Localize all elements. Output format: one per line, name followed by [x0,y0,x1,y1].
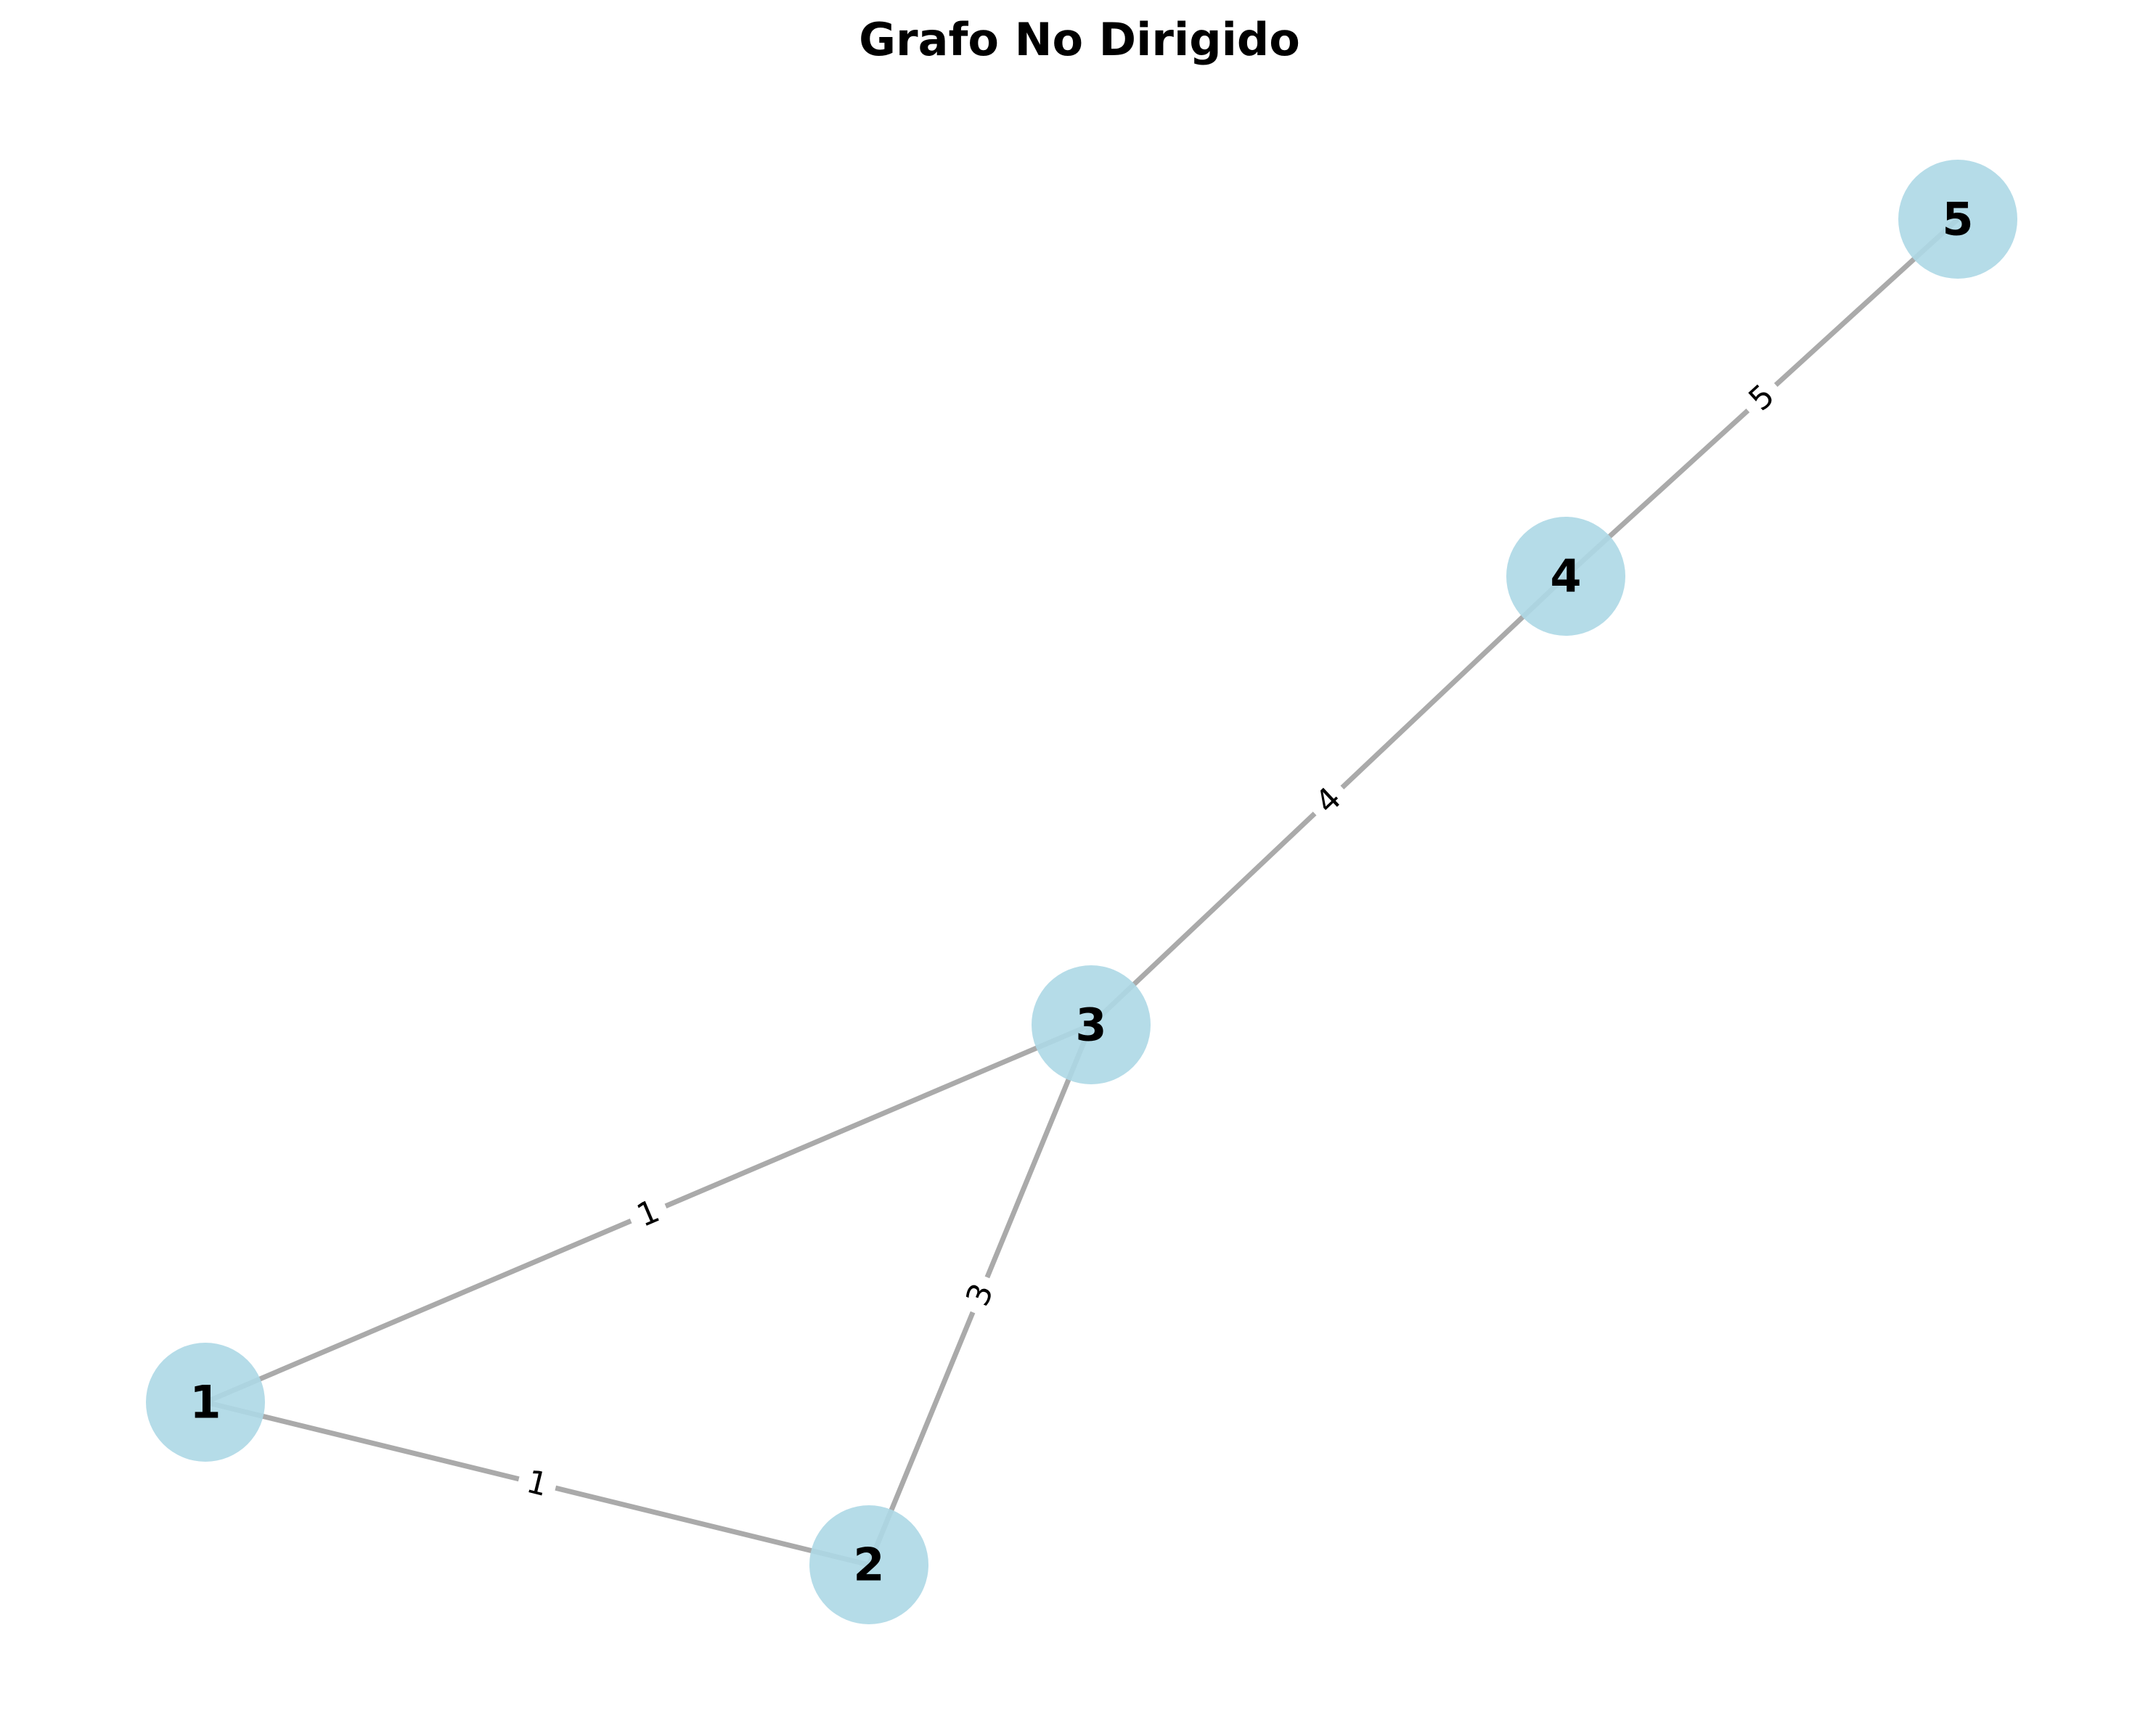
node-4: 4 [1506,517,1625,636]
node-3: 3 [1032,965,1151,1084]
edge-weight-background [623,1187,674,1240]
node-label: 5 [1942,193,1973,246]
edge-weight-background [1734,369,1790,426]
graph-title: Grafo No Dirigido [859,13,1300,66]
node-2: 2 [809,1505,928,1624]
edge-weight-1-3: 1 [623,1187,674,1240]
node-label: 1 [189,1376,221,1429]
node-label: 2 [853,1539,884,1592]
node-circle [1032,965,1151,1084]
node-1: 1 [146,1343,265,1462]
node-label: 3 [1075,999,1106,1052]
node-circle [146,1343,265,1462]
edge-weight-2-3: 3 [954,1269,1006,1320]
edge-weight-1-2: 1 [514,1459,560,1508]
edge-weight-background [954,1269,1006,1320]
node-circle [1506,517,1625,636]
node-circle [809,1505,928,1624]
nodes-layer: 1 2 3 4 5 [146,160,2017,1624]
node-5: 5 [1898,160,2017,279]
edge-weight-background [1300,772,1357,829]
node-circle [1898,160,2017,279]
edge-weight-background [514,1459,560,1508]
node-label: 4 [1550,550,1581,603]
